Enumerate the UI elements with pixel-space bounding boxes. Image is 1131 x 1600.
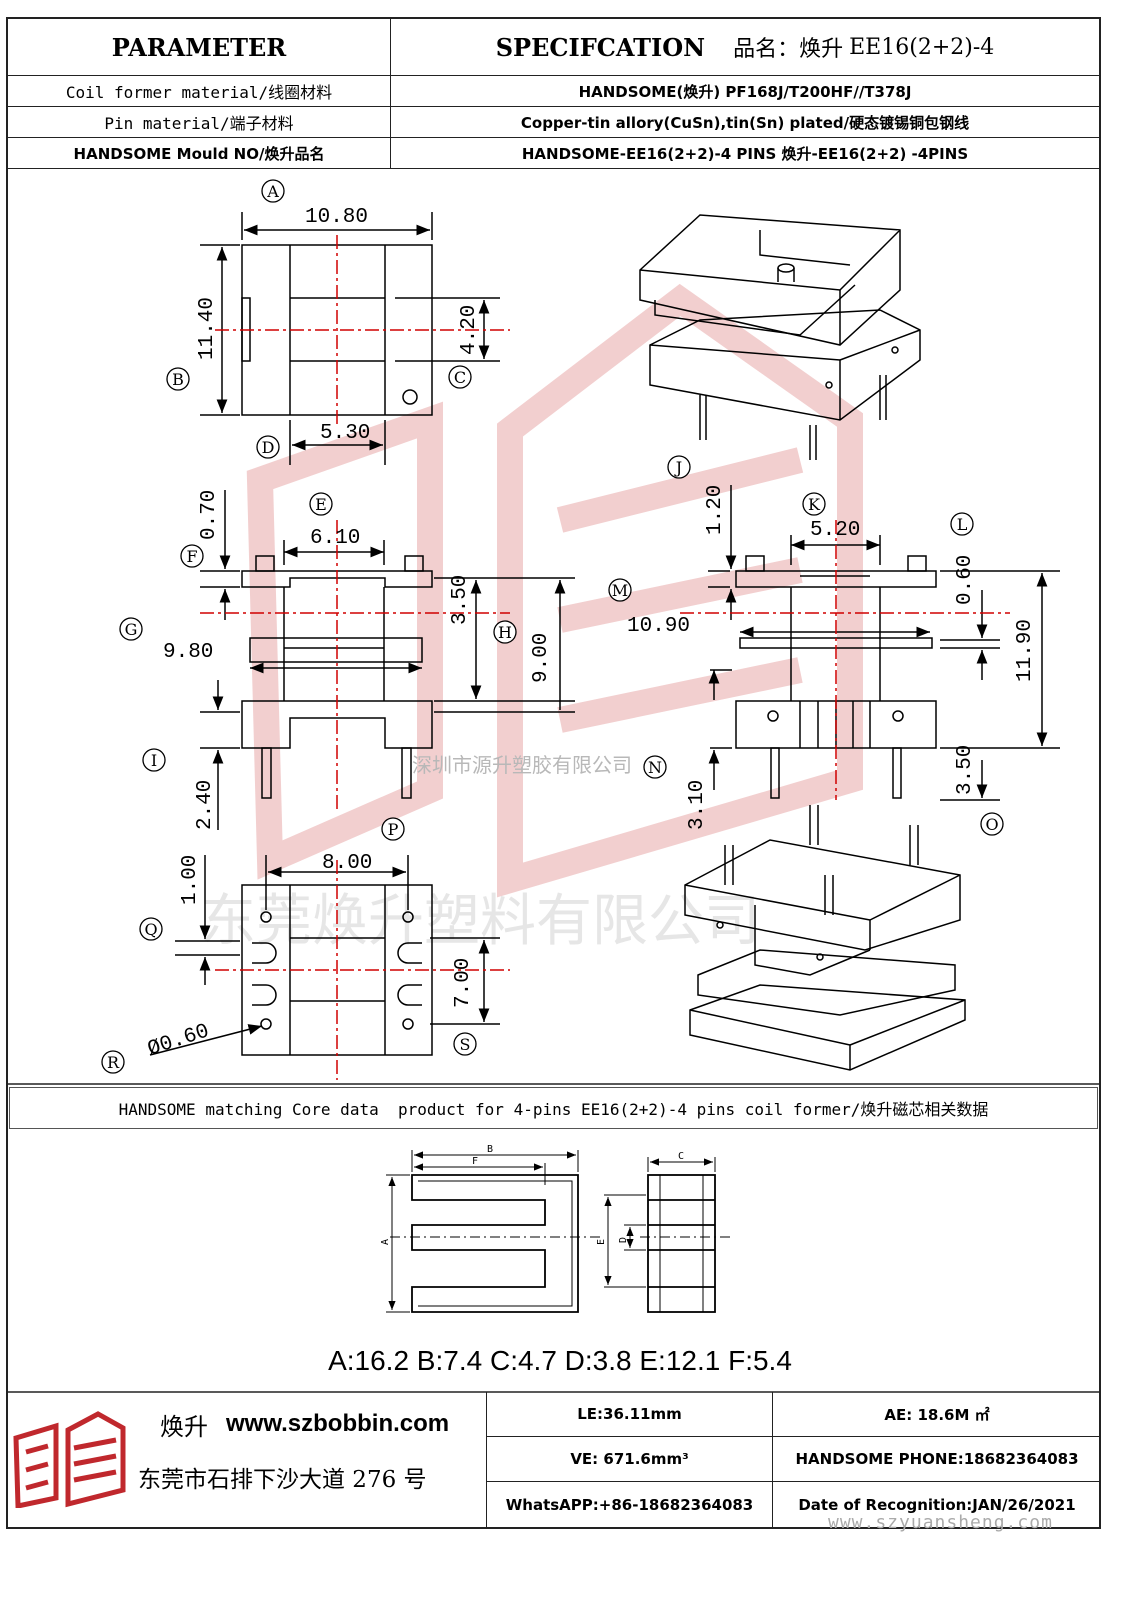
label-c: C [454, 368, 466, 387]
front-view [200, 490, 575, 830]
core-label-e: E [596, 1239, 607, 1245]
dim-9-00: 9.00 [530, 633, 553, 683]
dim-10-90: 10.90 [627, 615, 690, 638]
label-k: K [808, 495, 821, 514]
dim-9-80: 9.80 [163, 641, 213, 664]
watermark-url: www.szyuansheng.com [828, 1512, 1053, 1533]
dim-6-10: 6.10 [310, 527, 360, 550]
mould-no-label: HANDSOME Mould NO/焕升品名 [8, 138, 391, 169]
dim-3-50-side: 3.50 [954, 745, 977, 795]
label-h: H [498, 623, 512, 642]
footer-brand: 焕升 [160, 1412, 208, 1441]
dim-3-10: 3.10 [686, 780, 709, 830]
company-logo [13, 1411, 126, 1508]
isometric-view-top [639, 214, 921, 460]
label-m: M [612, 581, 628, 600]
dim-5-30: 5.30 [320, 422, 370, 445]
phone-value[interactable]: HANDSOME PHONE:18682364083 [773, 1437, 1101, 1482]
label-s: S [460, 1035, 471, 1054]
dim-3-50: 3.50 [449, 575, 472, 625]
label-g: G [125, 620, 138, 639]
label-q: Q [144, 920, 157, 939]
label-p: P [388, 820, 399, 839]
core-label-c: C [678, 1151, 684, 1162]
dim-11-40: 11.40 [196, 297, 219, 360]
date-value: Date of Recognition:JAN/26/2021 [798, 1496, 1076, 1514]
spec-label: SPECIFCATION [495, 32, 706, 62]
dim-0-60: 0.60 [954, 555, 977, 605]
core-section-title: HANDSOME matching Core data product for … [118, 1100, 989, 1119]
dim-5-20: 5.20 [810, 519, 860, 542]
mould-no-value: HANDSOME-EE16(2+2)-4 PINS 焕升-EE16(2+2) -… [391, 138, 1099, 169]
dim-7-00: 7.00 [452, 958, 475, 1008]
label-l: L [957, 515, 968, 534]
dim-diameter-0-60: Ø0.60 [145, 1020, 212, 1061]
dim-4-20: 4.20 [458, 305, 481, 355]
part-labels [101, 179, 1004, 1074]
product-code: EE16(2+2)-4 [849, 34, 995, 60]
core-label-f: F [472, 1156, 478, 1167]
side-view [708, 485, 1060, 801]
dim-11-90: 11.90 [1014, 619, 1037, 682]
dim-8-00: 8.00 [322, 852, 372, 875]
pin-material-label: Pin material/端子材料 [8, 107, 391, 138]
whatsapp-value[interactable]: WhatsAPP:+86-18682364083 [487, 1482, 773, 1528]
footer-grid: LE:36.11mm AE: 18.6M ㎡ VE: 671.6mm³ HAND… [486, 1392, 1101, 1528]
core-label-d: D [618, 1237, 629, 1243]
label-d: D [262, 438, 275, 457]
ae-value: AE: 18.6M ㎡ [773, 1392, 1101, 1437]
dim-0-70: 0.70 [198, 490, 221, 540]
core-label-b: B [487, 1144, 493, 1155]
label-a: A [266, 182, 279, 201]
core-dimensions: A:16.2 B:7.4 C:4.7 D:3.8 E:12.1 F:5.4 [328, 1345, 792, 1376]
website-link[interactable]: www.szbobbin.com [226, 1410, 450, 1437]
pin-material-value: Copper-tin allory(CuSn),tin(Sn) plated/硬… [391, 107, 1099, 138]
ve-value: VE: 671.6mm³ [487, 1437, 773, 1482]
watermark-big: 东莞焕升塑料有限公司 [200, 889, 760, 954]
label-f: F [186, 547, 197, 566]
parameter-heading: PARAMETER [8, 19, 391, 76]
isometric-view-bottom [684, 805, 966, 1071]
dim-1-20: 1.20 [704, 485, 727, 535]
label-e: E [315, 495, 327, 514]
label-j: J [674, 458, 682, 477]
label-n: N [648, 758, 662, 777]
dim-1-00: 1.00 [179, 855, 202, 905]
label-r: R [107, 1053, 120, 1072]
le-value: LE:36.11mm [487, 1392, 773, 1437]
sheet-border [6, 17, 1101, 1529]
dim-10-80: 10.80 [305, 206, 368, 229]
label-o: O [985, 815, 998, 834]
core-label-a: A [380, 1239, 391, 1245]
footer-address: 东莞市石排下沙大道 276 号 [138, 1467, 427, 1493]
watermark-small: 深圳市源升塑胶有限公司 [412, 753, 632, 777]
label-b: B [172, 370, 184, 389]
watermark-logo [246, 283, 863, 898]
core-drawing [386, 1150, 730, 1313]
product-name-prefix: 品名：焕升 [733, 37, 844, 62]
dim-2-40: 2.40 [194, 780, 217, 830]
coil-material-value: HANDSOME(焕升) PF168J/T200HF//T378J [391, 76, 1099, 107]
core-title-box: HANDSOME matching Core data product for … [9, 1087, 1098, 1129]
label-i: I [151, 751, 157, 770]
footer-brand-line: 焕升 www.szbobbin.com [160, 1402, 485, 1446]
coil-material-label: Coil former material/线圈材料 [8, 76, 391, 107]
spec-heading: SPECIFCATION 品名：焕升 EE16(2+2)-4 [391, 19, 1099, 76]
